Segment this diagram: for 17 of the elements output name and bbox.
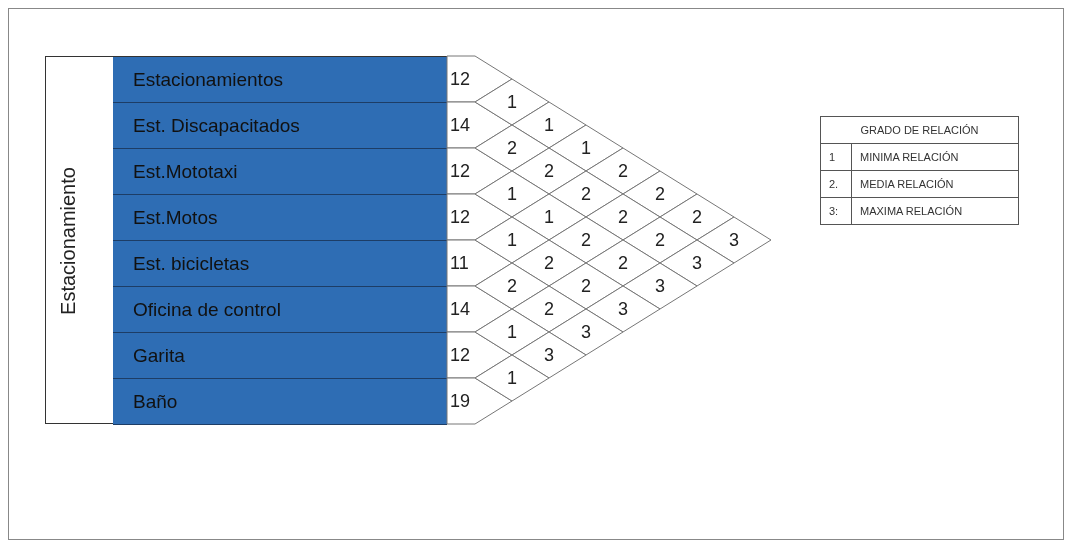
area-row: Baño [113, 379, 447, 425]
legend-description: MINIMA RELACIÓN [851, 143, 1019, 171]
legend-description: MEDIA RELACIÓN [851, 170, 1019, 198]
legend-header: GRADO DE RELACIÓN [820, 116, 1019, 144]
legend-value: 2. [820, 170, 852, 198]
area-row: Est.Mototaxi [113, 149, 447, 195]
area-row: Est.Motos [113, 195, 447, 241]
legend-value: 3: [820, 197, 852, 225]
area-row: Estacionamientos [113, 57, 447, 103]
area-row: Est. Discapacitados [113, 103, 447, 149]
legend-value: 1 [820, 143, 852, 171]
group-band [45, 56, 447, 424]
group-label: Estacionamiento [56, 167, 80, 315]
area-row: Garita [113, 333, 447, 379]
area-row: Oficina de control [113, 287, 447, 333]
area-row: Est. bicicletas [113, 241, 447, 287]
legend-description: MAXIMA RELACIÓN [851, 197, 1019, 225]
